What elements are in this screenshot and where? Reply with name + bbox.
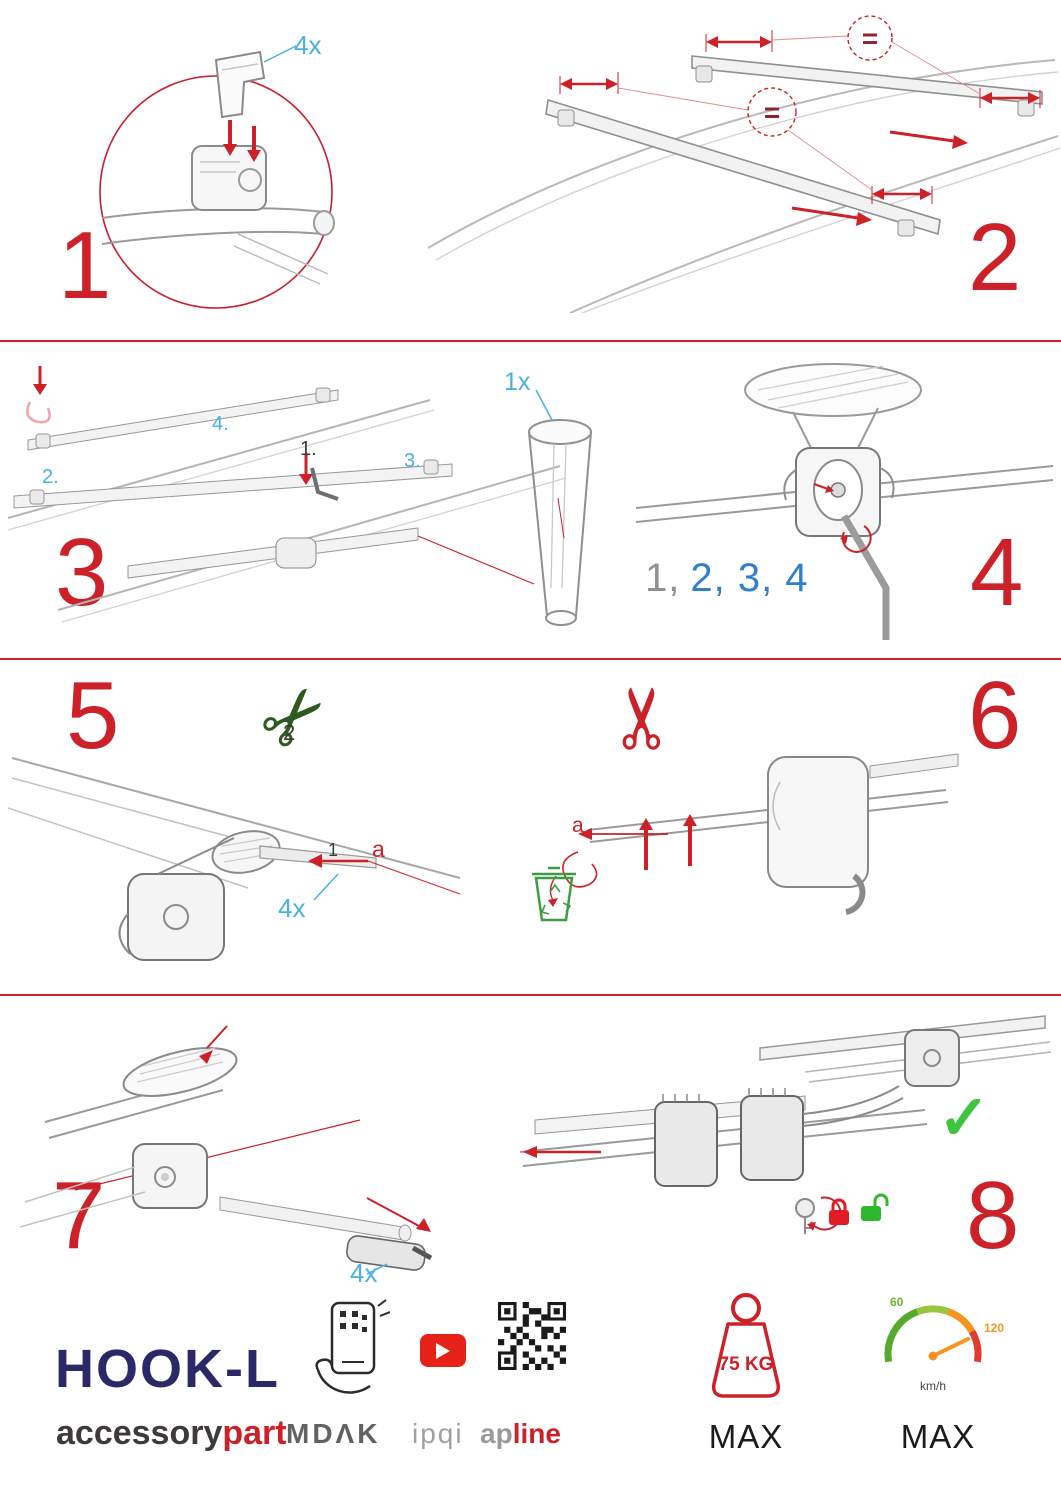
check-icon: ✓: [938, 1084, 990, 1153]
step6-illustration: [532, 753, 959, 922]
weight-value: 75 KG: [719, 1354, 774, 1375]
trash-bin-icon: [532, 866, 576, 922]
speed-limit-icon: 60 120 km/h: [884, 1295, 1004, 1393]
step2-number: 2: [968, 204, 1022, 311]
step2-illustration: = =: [427, 15, 1060, 313]
step4-number: 4: [970, 519, 1024, 626]
speed-high-label: 120: [984, 1321, 1004, 1335]
section-divider: [0, 994, 1061, 996]
scissors-icon: ✂: [596, 682, 691, 754]
lock-closed-icon: [829, 1198, 849, 1225]
play-triangle: [436, 1342, 450, 1359]
logo-apline-red: line: [512, 1418, 561, 1449]
step3-label-2: 2.: [42, 466, 59, 488]
weight-max-label: MAX: [708, 1418, 784, 1455]
brand-logo-dark: accessory: [56, 1414, 223, 1452]
step5-qty-label: 4x: [278, 893, 306, 923]
step4-sequence-todo: 2, 3, 4: [690, 556, 809, 600]
step7-qty-label: 4x: [350, 1258, 378, 1288]
phone-qr-icon: [315, 1299, 390, 1394]
speed-max-label: MAX: [900, 1418, 976, 1455]
logo-apline-gray: ap: [480, 1418, 513, 1449]
qr-code: [498, 1302, 566, 1370]
step8-illustration: [519, 1015, 1052, 1234]
section-divider: [0, 340, 1061, 342]
logo-mdak: MDΛK: [286, 1418, 381, 1449]
logo-apline: apline: [480, 1418, 561, 1450]
step3-label-4: 4.: [212, 413, 229, 435]
step1-number: 1: [58, 212, 112, 319]
youtube-icon: [420, 1334, 466, 1367]
step1-qty-label: 4x: [294, 30, 322, 60]
weight-limit-icon: 75 KG: [711, 1293, 781, 1398]
logo-ipqi: ipqi: [412, 1418, 464, 1449]
step5-label-1: 1: [328, 840, 339, 860]
speed-unit-label: km/h: [920, 1379, 946, 1393]
brand-logo-red: part: [222, 1414, 287, 1452]
step3-illustration: [7, 366, 592, 626]
brand-logo: accessorypart: [56, 1414, 287, 1453]
step7-illustration: [19, 1025, 433, 1275]
step4-illustration: [635, 363, 1054, 640]
step3-number: 3: [55, 519, 109, 626]
step4-sequence-done: 1,: [645, 556, 681, 600]
product-name: HOOK-L: [55, 1339, 280, 1399]
step5-number: 5: [66, 662, 120, 769]
step6-label-a: a: [572, 814, 584, 837]
step6-number: 6: [968, 662, 1022, 769]
step3-label-1: 1.: [300, 438, 317, 460]
step2-equal-mid: =: [764, 97, 780, 128]
step5-label-2: 2: [283, 720, 296, 745]
step8-number: 8: [966, 1162, 1020, 1269]
step3-label-3: 3.: [404, 450, 421, 472]
step3-qty-label: 1x: [504, 368, 531, 396]
step2-equal-top: =: [862, 23, 878, 54]
section-divider: [0, 658, 1061, 660]
step4-sequence: 1,2, 3, 4: [645, 556, 809, 601]
step1-illustration: [99, 45, 335, 309]
step5-label-a: a: [372, 836, 385, 862]
speed-min-label: 60: [890, 1295, 904, 1309]
step5-illustration: [8, 757, 461, 961]
lock-open-icon: [861, 1193, 889, 1221]
